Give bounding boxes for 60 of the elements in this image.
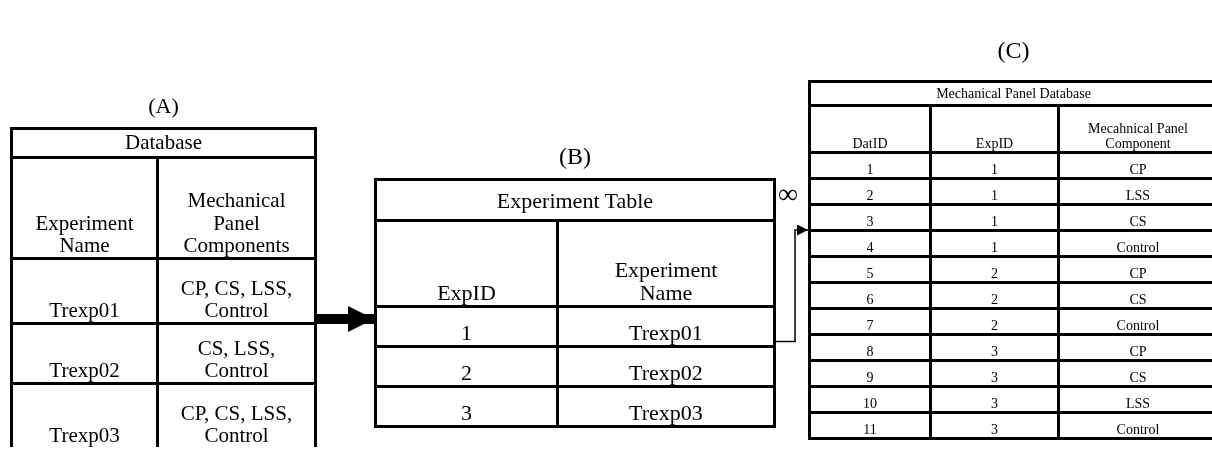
table-cell: 1 — [377, 308, 556, 345]
table-cell: Mechanical Panel Components — [159, 159, 314, 257]
table-cell: Mecahnical Panel Component — [1060, 107, 1212, 151]
table-cell: Trexp01 — [13, 260, 156, 322]
table-cell: 2 — [932, 310, 1057, 333]
table-cell: CS, LSS, Control — [159, 325, 314, 382]
table-cell: 11 — [811, 414, 929, 437]
table-cell: 9 — [811, 362, 929, 385]
table-cell: DatID — [811, 107, 929, 151]
table-heading: (C) — [997, 36, 1030, 65]
table-cell: Trexp03 — [559, 388, 773, 425]
table-cell: 10 — [811, 388, 929, 411]
table-cell: 3 — [932, 414, 1057, 437]
table-cell: 2 — [932, 284, 1057, 307]
table-cell: ExpID — [932, 107, 1057, 151]
table-cell: CP, CS, LSS, Control — [159, 260, 314, 322]
table-cell: 3 — [377, 388, 556, 425]
table-cell: 5 — [811, 258, 929, 281]
table-cell: 2 — [811, 180, 929, 203]
table-cell: CP — [1060, 336, 1212, 359]
table-title: Database — [13, 130, 314, 156]
table-cell: CS — [1060, 206, 1212, 229]
table-cell: LSS — [1060, 388, 1212, 411]
table-cell: Trexp02 — [13, 325, 156, 382]
table-cell: CP, CS, LSS, Control — [159, 385, 314, 447]
table-cell: 6 — [811, 284, 929, 307]
table-cell: Experiment Name — [13, 159, 156, 257]
table-cell: Control — [1060, 232, 1212, 255]
table-cell: Trexp02 — [559, 348, 773, 385]
table-cell: Trexp03 — [13, 385, 156, 447]
table-cell: CS — [1060, 362, 1212, 385]
table-cell: Trexp01 — [559, 308, 773, 345]
table-heading: (A) — [148, 92, 179, 120]
table-cell: LSS — [1060, 180, 1212, 203]
connector-arrow — [775, 224, 809, 343]
table-cell: 2 — [932, 258, 1057, 281]
table-cell: 1 — [932, 232, 1057, 255]
table-cell: 3 — [811, 206, 929, 229]
table-cell: 4 — [811, 232, 929, 255]
table-cell: Control — [1060, 310, 1212, 333]
table-cell: Experiment Name — [559, 222, 773, 305]
table-cell: 3 — [932, 388, 1057, 411]
table-cell: 2 — [377, 348, 556, 385]
table-cell: Control — [1060, 414, 1212, 437]
table-cell: 3 — [932, 336, 1057, 359]
table-title: Experiment Table — [377, 181, 773, 219]
table-title: Mechanical Panel Database — [811, 83, 1212, 104]
table-cell: 1 — [932, 206, 1057, 229]
table-cell: ExpID — [377, 222, 556, 305]
table-cell: 7 — [811, 310, 929, 333]
table-cell: CP — [1060, 258, 1212, 281]
table-heading: (B) — [559, 142, 591, 171]
table-cell: 1 — [932, 154, 1057, 177]
table-cell: CP — [1060, 154, 1212, 177]
table-cell: 8 — [811, 336, 929, 359]
table-cell: 3 — [932, 362, 1057, 385]
table-cell: CS — [1060, 284, 1212, 307]
table-cell: 1 — [932, 180, 1057, 203]
thick-arrow — [317, 306, 374, 332]
table-cell: 1 — [811, 154, 929, 177]
